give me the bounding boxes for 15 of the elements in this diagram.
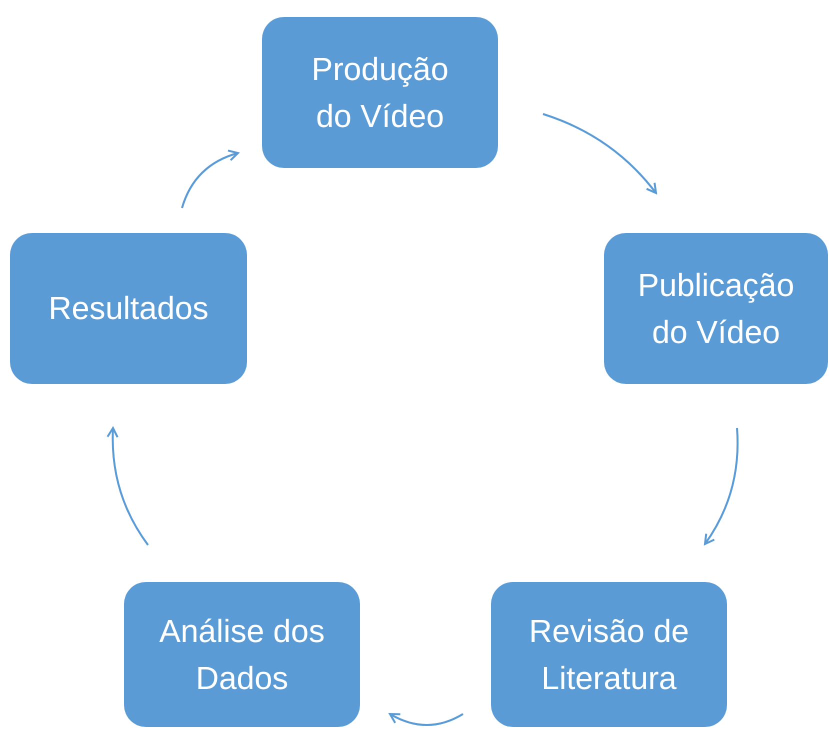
box-label: Produção do Vídeo (310, 50, 450, 136)
arrow (704, 428, 739, 545)
arrow (181, 150, 239, 208)
process-box (491, 582, 727, 727)
arrow (389, 712, 464, 726)
arrow (542, 113, 657, 194)
box-label: Resultados (48, 289, 209, 328)
process-box (262, 17, 498, 168)
box-label: Revisão de Literatura (528, 612, 690, 698)
process-box (604, 233, 828, 384)
process-box (10, 233, 247, 384)
process-box (124, 582, 360, 727)
box-label: Publicação do Vídeo (636, 266, 796, 352)
arrow (106, 427, 149, 546)
box-label: Análise dos Dados (158, 612, 326, 698)
